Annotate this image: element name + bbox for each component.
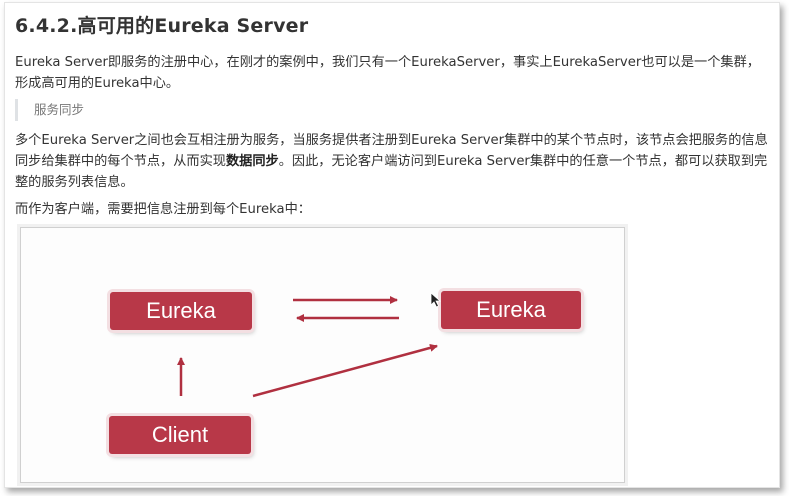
client-paragraph: 而作为客户端，需要把信息注册到每个Eureka中： — [15, 202, 311, 217]
sync-paragraph: 多个Eureka Server之间也会互相注册为服务，当服务提供者注册到Eure… — [15, 130, 773, 193]
document-page: 6.4.2.高可用的Eureka Server Eureka Server即服务… — [4, 2, 780, 488]
eureka-node-left: Eureka — [110, 292, 252, 330]
eureka-cluster-diagram: Eureka Eureka Client — [20, 227, 625, 483]
arrow-client-to-right-eureka — [252, 343, 438, 398]
sync-paragraph-text-after: 。因此，无论客户端访问到Eureka Server集群中的任意一个节点，都可以获… — [15, 154, 768, 190]
blockquote-service-sync: 服务同步 — [15, 99, 84, 121]
sync-paragraph-emphasis: 数据同步 — [226, 154, 279, 169]
client-node: Client — [109, 416, 251, 454]
intro-paragraph: Eureka Server即服务的注册中心，在刚才的案例中，我们只有一个Eure… — [15, 55, 760, 91]
section-heading: 6.4.2.高可用的Eureka Server — [15, 15, 309, 37]
mouse-cursor-icon — [430, 292, 442, 308]
eureka-node-right: Eureka — [441, 291, 581, 329]
sync-paragraph-text-before: 多个Eureka Server之间也会互相注册为服务，当服务提供者注册到Eure… — [15, 133, 768, 169]
